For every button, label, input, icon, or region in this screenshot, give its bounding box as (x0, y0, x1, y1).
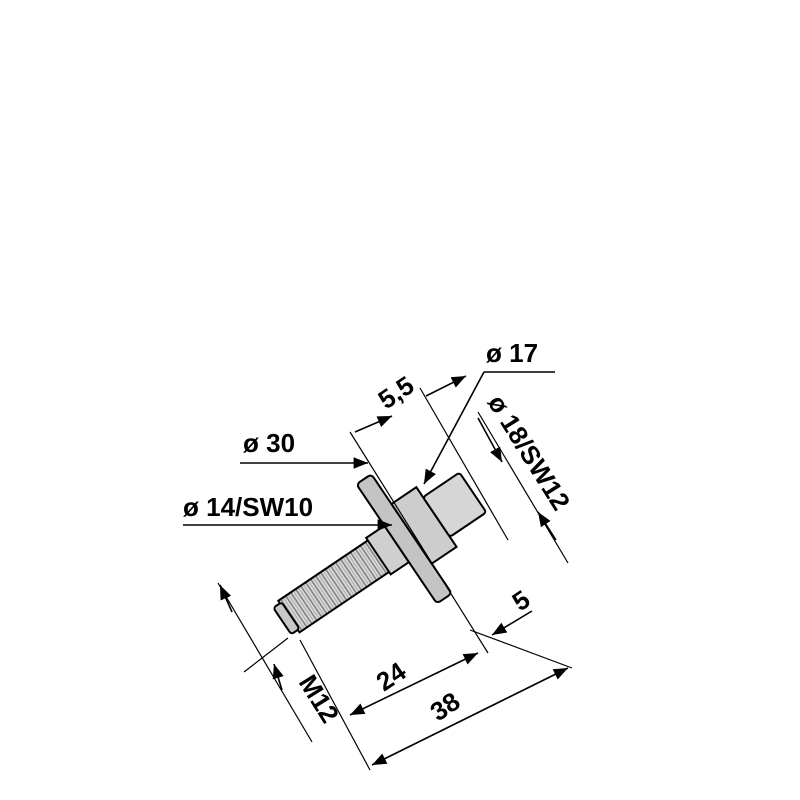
label-dia-14-sw10: ø 14/SW10 (183, 492, 313, 522)
label-thread-m12: M12 (293, 669, 345, 728)
label-len-38: 38 (425, 686, 466, 727)
threaded-shank (276, 537, 393, 634)
bolt-part (273, 472, 487, 635)
shank-tip (273, 602, 300, 635)
label-len-5-5: 5,5 (373, 370, 420, 415)
label-dia-17: ø 17 (486, 338, 538, 368)
label-len-24: 24 (371, 656, 412, 697)
hex-sw12 (423, 472, 487, 537)
label-dia-30: ø 30 (243, 428, 295, 458)
